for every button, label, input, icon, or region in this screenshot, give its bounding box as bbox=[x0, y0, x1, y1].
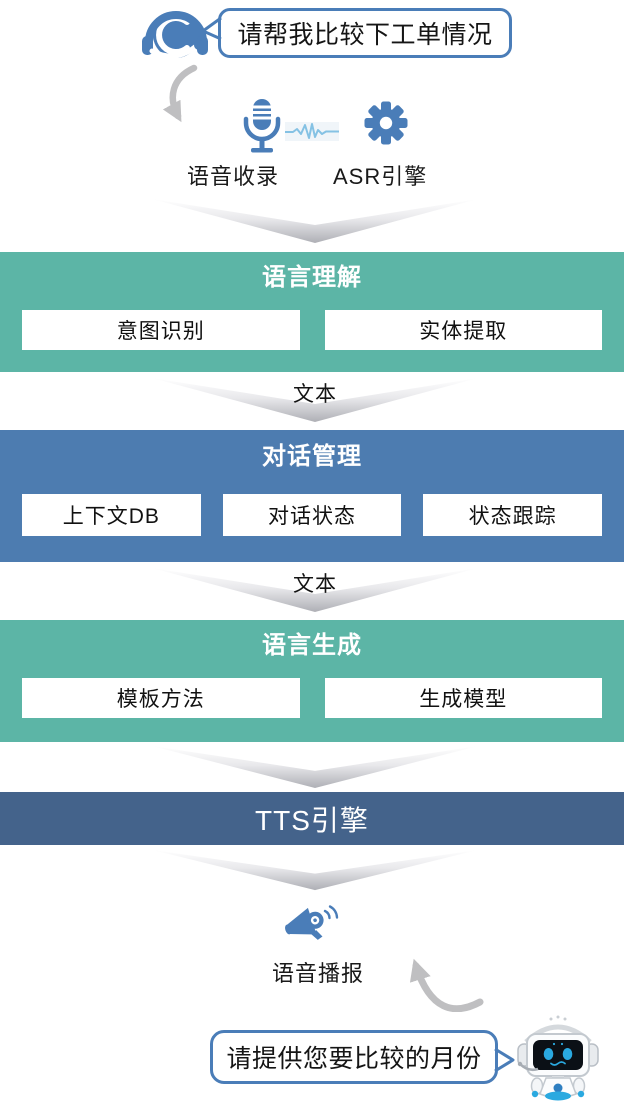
voice-broadcast-label: 语音播报 bbox=[271, 961, 364, 986]
nlg-item-template: 模板方法 bbox=[22, 678, 300, 718]
user-speech-bubble: 请帮我比较下工单情况 bbox=[202, 8, 512, 58]
chevron-down-icon bbox=[152, 378, 478, 422]
user-speech-text: 请帮我比较下工单情况 bbox=[237, 21, 493, 49]
tts-engine-label: TTS引擎 bbox=[255, 804, 369, 836]
tts-engine-bar: TTS引擎 bbox=[0, 792, 624, 845]
nlg-item-generative: 生成模型 bbox=[324, 678, 602, 718]
chevron-down-icon bbox=[152, 745, 478, 789]
asr-engine-label: ASR引擎 bbox=[333, 164, 428, 189]
dm-title: 对话管理 bbox=[262, 443, 362, 470]
chevron-down-icon bbox=[152, 568, 478, 612]
waveform-icon bbox=[285, 122, 339, 141]
text-flow-label: 文本 bbox=[293, 383, 337, 406]
bot-speech-bubble: 请提供您要比较的月份 bbox=[210, 1030, 515, 1084]
nlu-item-entity: 实体提取 bbox=[324, 310, 602, 350]
microphone-icon bbox=[243, 99, 281, 153]
dm-block: 对话管理 上下文DB 对话状态 状态跟踪 bbox=[0, 430, 624, 562]
bot-speech-text: 请提供您要比较的月份 bbox=[226, 1045, 482, 1073]
nlu-title: 语言理解 bbox=[262, 264, 362, 291]
dm-item-row: 上下文DB 对话状态 状态跟踪 bbox=[22, 494, 603, 536]
bubble-tail-right bbox=[494, 1047, 515, 1073]
robot-icon bbox=[517, 1015, 599, 1101]
nlu-item-row: 意图识别 实体提取 bbox=[22, 310, 602, 350]
curved-arrow-down-icon bbox=[162, 64, 198, 123]
text-flow-label: 文本 bbox=[293, 573, 337, 596]
dm-item-context-db: 上下文DB bbox=[22, 494, 201, 536]
voice-capture-label: 语音收录 bbox=[187, 164, 280, 189]
nlu-block: 语言理解 意图识别 实体提取 bbox=[0, 252, 624, 372]
chevron-down-icon bbox=[152, 849, 478, 891]
nlg-block: 语言生成 模板方法 生成模型 bbox=[0, 620, 624, 742]
connector-after-dm: 文本 bbox=[152, 567, 478, 613]
dm-item-dialog-state: 对话状态 bbox=[222, 494, 402, 536]
agent-headset-icon bbox=[142, 11, 208, 59]
megaphone-icon bbox=[285, 905, 339, 940]
nlg-title: 语言生成 bbox=[262, 632, 362, 659]
connector-after-nlu: 文本 bbox=[152, 377, 478, 423]
dm-item-state-tracking: 状态跟踪 bbox=[423, 494, 603, 536]
nlg-item-row: 模板方法 生成模型 bbox=[22, 678, 602, 718]
gear-icon bbox=[364, 101, 408, 145]
curved-arrow-up-icon bbox=[409, 958, 484, 1012]
chevron-down-icon bbox=[152, 199, 478, 243]
bubble-tail-left bbox=[202, 16, 222, 41]
nlu-item-intent: 意图识别 bbox=[22, 310, 300, 350]
